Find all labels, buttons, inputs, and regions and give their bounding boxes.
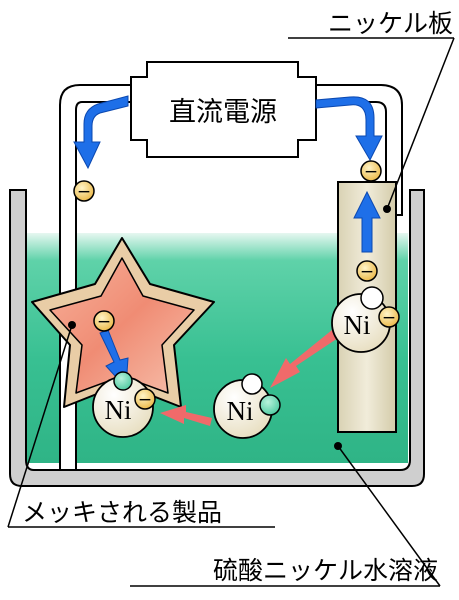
svg-text:−: − <box>138 390 152 410</box>
ion-arrows <box>160 330 338 426</box>
current-arrow-right <box>315 96 383 162</box>
ni-ion-solution: Ni <box>213 373 281 439</box>
svg-text:−: − <box>97 312 111 332</box>
svg-text:−: − <box>360 262 374 282</box>
callout-solution: 硫酸ニッケル水溶液 <box>130 442 441 587</box>
svg-text:−: − <box>364 162 378 182</box>
callout-plated-product: メッキされる製品 <box>7 321 275 528</box>
solution-label: 硫酸ニッケル水溶液 <box>213 556 438 585</box>
nickel-plate-label: ニッケル板 <box>328 9 453 38</box>
power-supply-label: 直流電源 <box>169 97 277 128</box>
callout-nickel-plate: ニッケル板 <box>288 9 455 213</box>
electrons: − − − − <box>73 160 382 332</box>
tank <box>9 189 425 487</box>
ni-label-solution: Ni <box>227 396 254 426</box>
svg-text:−: − <box>77 182 91 202</box>
ni-ion-anode: Ni − <box>331 286 400 353</box>
electron-wire-right: − <box>360 160 382 182</box>
ni-label-cathode: Ni <box>105 395 132 425</box>
current-arrow-left <box>73 95 129 170</box>
plated-product-label: メッキされる製品 <box>22 498 222 527</box>
electron-leaving: − <box>378 306 400 328</box>
current-arrow-plate <box>353 190 381 253</box>
power-supply-box <box>130 61 317 158</box>
ni-ion-cathode: Ni − <box>92 371 156 438</box>
electron-product: − <box>93 310 115 332</box>
electron-wire-left: − <box>73 180 95 202</box>
electron-plate: − <box>356 260 378 282</box>
svg-text:−: − <box>382 308 396 328</box>
ni-label-anode: Ni <box>344 310 371 340</box>
electron-arriving: − <box>134 388 156 410</box>
ion-arrow-1 <box>270 330 338 388</box>
ion-arrow-2 <box>160 405 212 426</box>
